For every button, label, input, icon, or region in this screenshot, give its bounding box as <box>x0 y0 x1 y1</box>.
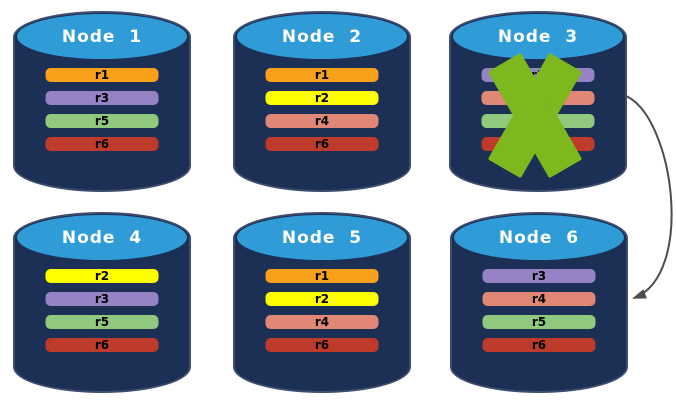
replica-bar: r6 <box>265 338 379 352</box>
replica-list: r3 r4 r5 r6 <box>482 269 596 352</box>
node-6-cylinder: Node 6 r3 r4 r5 r6 <box>450 212 628 393</box>
node-1-label: Node 1 <box>61 27 143 47</box>
replica-bar: r1 <box>45 68 159 82</box>
replica-bar: r5 <box>45 114 159 128</box>
replica-bar: r6 <box>265 137 379 151</box>
node-6-label: Node 6 <box>498 228 580 248</box>
replica-bar: r2 <box>265 91 379 105</box>
cylinder-top <box>453 14 623 59</box>
replica-bar: r1 <box>265 269 379 283</box>
replica-bar: r6 <box>482 338 596 352</box>
replica-bar: r5 <box>482 315 596 329</box>
node-3-label: Node 3 <box>497 27 579 47</box>
cylinder-top <box>454 215 624 260</box>
replica-bar: r4 <box>482 292 596 306</box>
node-2-cylinder: Node 2 r1 r2 r4 r6 <box>233 11 411 192</box>
replica-bar: r3 <box>45 292 159 306</box>
cylinder-top <box>237 14 407 59</box>
node-1-cylinder: Node 1 r1 r3 r5 r6 <box>13 11 191 192</box>
replica-bar: r5 <box>45 315 159 329</box>
replica-bar: r4 <box>265 114 379 128</box>
replica-bar: r4 <box>265 315 379 329</box>
cylinder-top <box>237 215 407 260</box>
node-5-label: Node 5 <box>281 228 363 248</box>
replica-bar: r3 <box>482 269 596 283</box>
replica-list: r1 r2 r4 r6 <box>265 68 379 151</box>
replica-list: r1 r2 r4 r6 <box>265 269 379 352</box>
replica-bar: r6 <box>45 338 159 352</box>
cylinder-top <box>17 14 187 59</box>
node-4-cylinder: Node 4 r2 r3 r5 r6 <box>13 212 191 393</box>
replica-bar: r2 <box>265 292 379 306</box>
node-2-label: Node 2 <box>281 27 363 47</box>
replica-list: r2 r3 r5 r6 <box>45 269 159 352</box>
cylinder-top <box>17 215 187 260</box>
replica-bar: r1 <box>265 68 379 82</box>
replica-bar: r6 <box>45 137 159 151</box>
node-5-cylinder: Node 5 r1 r2 r4 r6 <box>233 212 411 393</box>
node-4-label: Node 4 <box>61 228 143 248</box>
replica-bar: r2 <box>45 269 159 283</box>
replica-list: r1 r3 r5 r6 <box>45 68 159 151</box>
replica-bar: r3 <box>45 91 159 105</box>
